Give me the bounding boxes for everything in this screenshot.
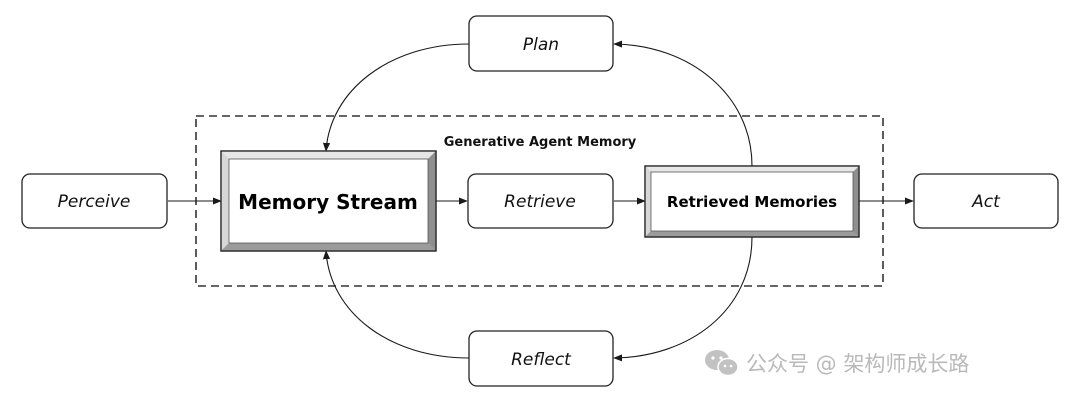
- node-reflect-label: Reflect: [511, 350, 572, 370]
- arrow-retrieved-memories-to-plan: [613, 40, 753, 167]
- watermark-text: 公众号 @ 架构师成长路: [746, 352, 970, 376]
- node-reflect: Reflect: [468, 330, 614, 387]
- arrow-retrieved-memories-to-reflect: [613, 236, 753, 362]
- arrow-plan-to-memory-stream: [322, 43, 470, 152]
- node-act-label: Act: [971, 192, 1001, 212]
- wechat-icon: [705, 350, 739, 377]
- node-memory-stream: Memory Stream: [220, 150, 437, 252]
- node-retrieve-label: Retrieve: [504, 192, 576, 212]
- group-title: Generative Agent Memory: [444, 135, 637, 150]
- node-act: Act: [913, 173, 1059, 229]
- arrow-reflect-to-memory-stream: [322, 250, 470, 359]
- node-memory-stream-label: Memory Stream: [238, 190, 418, 214]
- node-perceive: Perceive: [21, 173, 168, 229]
- node-perceive-label: Perceive: [58, 192, 131, 212]
- node-plan-label: Plan: [523, 35, 559, 55]
- watermark: 公众号 @ 架构师成长路: [704, 348, 969, 378]
- node-plan: Plan: [468, 15, 614, 72]
- node-retrieve: Retrieve: [467, 173, 614, 229]
- node-retrieved-memories-label: Retrieved Memories: [667, 193, 837, 211]
- node-retrieved-memories: Retrieved Memories: [644, 165, 860, 238]
